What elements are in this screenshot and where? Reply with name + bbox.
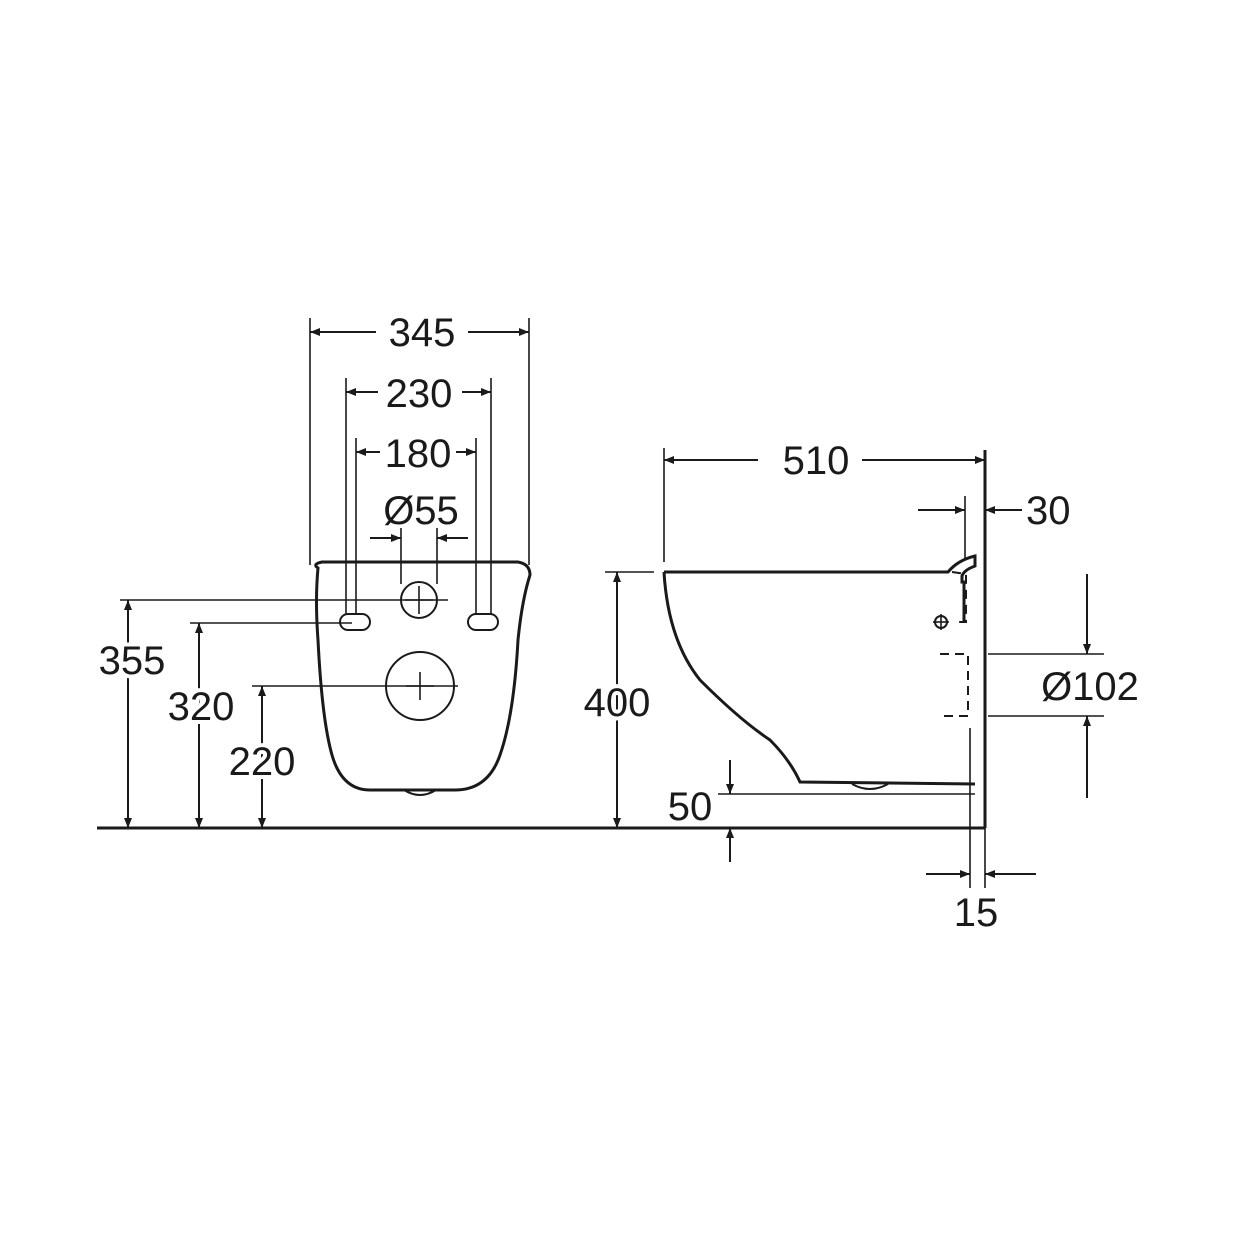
dim-depth: 510 — [783, 439, 850, 483]
front-bowl-foot — [403, 789, 437, 796]
dim-height-fixing: 320 — [168, 685, 235, 729]
dim-height: 400 — [584, 681, 651, 725]
hidden-outlet — [940, 653, 969, 717]
side-bowl-curve — [662, 571, 976, 786]
dim-height-top: 355 — [99, 639, 166, 683]
dim-width-fixing-outer: 230 — [386, 372, 453, 416]
dim-width-fixing-inner: 180 — [385, 432, 452, 476]
side-bowl-outline — [664, 554, 977, 622]
right-fixing-slot — [467, 613, 499, 631]
side-view: 510 30 400 Ø102 50 15 — [580, 439, 1139, 935]
dim-inlet-diameter: Ø55 — [383, 489, 459, 533]
left-fixing-slot — [339, 613, 371, 631]
dim-rear-offset: 30 — [1026, 489, 1071, 533]
hidden-inlet — [951, 571, 967, 623]
front-view: 345 230 180 Ø55 355 320 220 — [95, 311, 532, 828]
dim-outlet-diameter: Ø102 — [1041, 665, 1139, 709]
dim-wall-gap: 15 — [954, 891, 999, 935]
dim-width-outer: 345 — [389, 311, 456, 355]
side-bowl-foot — [851, 783, 889, 790]
dim-height-outlet: 220 — [229, 740, 296, 784]
dim-foot-gap: 50 — [668, 785, 713, 829]
front-bowl-outline — [314, 560, 532, 792]
